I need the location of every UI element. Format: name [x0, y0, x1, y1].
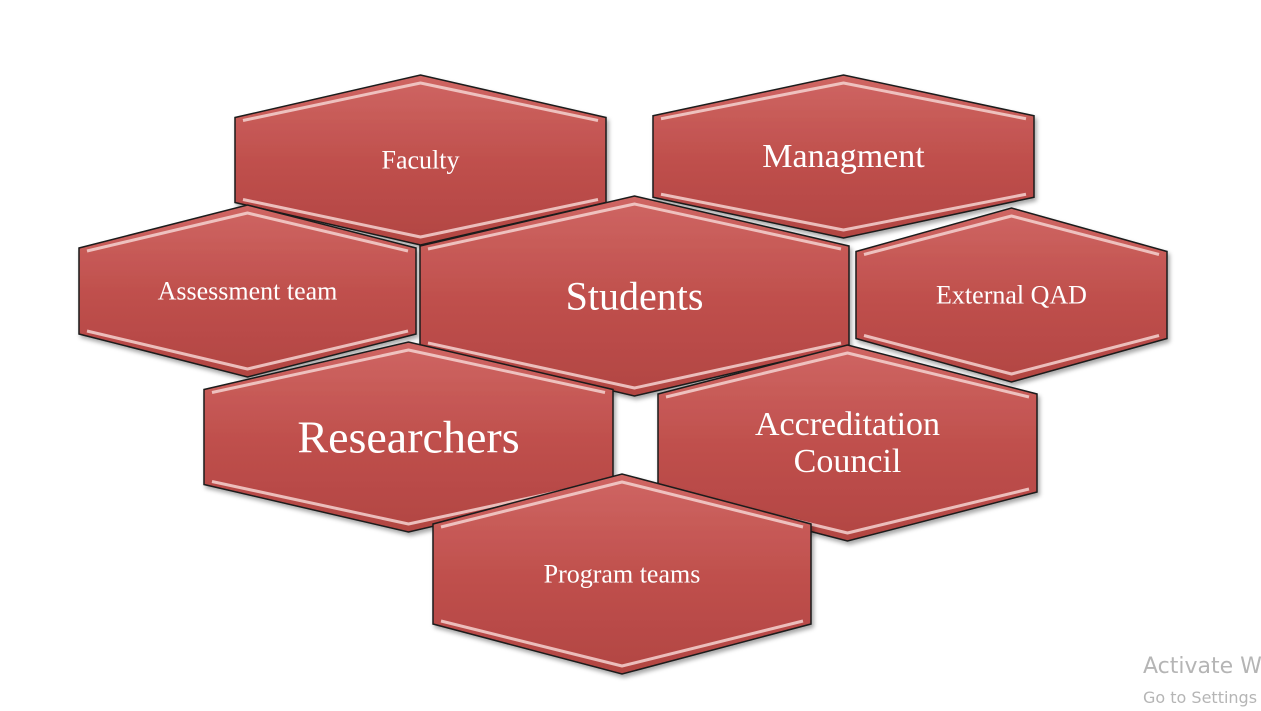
hexagon-bottom-bevel: [660, 192, 1027, 232]
hexagon-shape: [432, 473, 812, 675]
hexagon-shape: [652, 74, 1035, 239]
hexagon-top-bevel: [427, 202, 842, 251]
hexagon-label-students: Students: [566, 274, 704, 319]
hexagon-label-researchers: Researchers: [297, 412, 519, 463]
hexagon-label-accreditation-council: Accreditation: [755, 406, 940, 443]
hexagon-bottom-bevel: [863, 334, 1160, 376]
hexagon-label-assessment-team: Assessment team: [158, 277, 338, 306]
hexagon-bottom-bevel: [427, 341, 842, 390]
hexagon-top-bevel: [440, 480, 804, 529]
hexagon-bottom-bevel: [242, 198, 599, 239]
go-to-settings-watermark: Go to Settings: [1143, 688, 1258, 707]
hexagon-bottom-bevel: [86, 329, 409, 371]
hexagon-label-managment: Managment: [762, 138, 925, 175]
hexagon-program-teams: Program teams: [432, 473, 812, 675]
hexagon-managment: Managment: [652, 74, 1035, 239]
hexagon-label-faculty: Faculty: [382, 146, 460, 175]
hexagon-top-bevel: [863, 214, 1160, 256]
hexagon-external-qad: External QAD: [855, 207, 1168, 383]
activate-windows-watermark: Activate W: [1143, 654, 1261, 679]
hexagon-shape: [78, 204, 417, 378]
hexagon-label-external-qad: External QAD: [936, 281, 1087, 310]
hexagon-assessment-team: Assessment team: [78, 204, 417, 378]
hexagon-top-bevel: [86, 211, 409, 253]
hexagon-label-program-teams: Program teams: [544, 560, 701, 589]
hexagon-top-bevel: [660, 81, 1027, 121]
hexagon-top-bevel: [242, 81, 599, 122]
hexagon-label-accreditation-council: Council: [794, 443, 902, 480]
hexagon-shape: [855, 207, 1168, 383]
hexagon-top-bevel: [665, 351, 1030, 399]
hexagon-bottom-bevel: [440, 619, 804, 668]
hexagon-top-bevel: [211, 348, 606, 394]
